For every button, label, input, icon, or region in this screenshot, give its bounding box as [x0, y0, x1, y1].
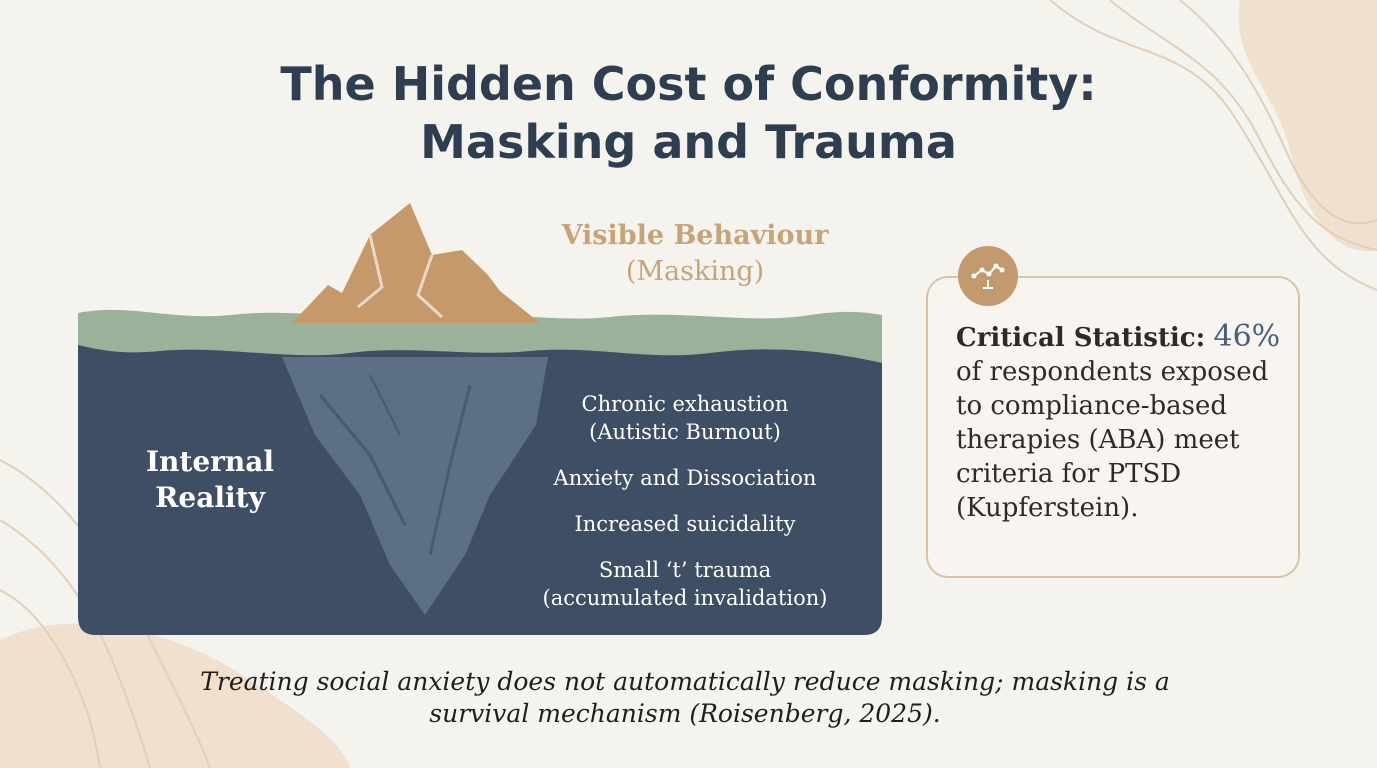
- internal-line-2: Reality: [155, 481, 265, 514]
- internal-effects-list: Chronic exhaustion (Autistic Burnout) An…: [520, 390, 850, 630]
- effect-line: (Autistic Burnout): [589, 420, 781, 444]
- footer-quote: Treating social anxiety does not automat…: [120, 666, 1250, 730]
- internal-line-1: Internal: [145, 445, 275, 478]
- visible-behaviour-label: Visible Behaviour (Masking): [540, 218, 850, 290]
- wave-band: [78, 309, 882, 363]
- visible-subheading: (Masking): [625, 256, 765, 287]
- visible-heading: Visible Behaviour: [561, 220, 829, 251]
- statistic-card: [926, 276, 1300, 578]
- title-line-2: Masking and Trauma: [420, 115, 957, 169]
- statistic-text: Critical Statistic: 46% of respondents e…: [956, 320, 1286, 525]
- footer-line-1: Treating social anxiety does not automat…: [200, 667, 1170, 696]
- internal-reality-label: Internal Reality: [120, 444, 300, 516]
- page-title: The Hidden Cost of Conformity: Masking a…: [0, 55, 1377, 171]
- iceberg-tip: [292, 203, 540, 323]
- title-line-1: The Hidden Cost of Conformity:: [280, 57, 1097, 111]
- effect-item: Anxiety and Dissociation: [520, 464, 850, 492]
- effect-item: Increased suicidality: [520, 510, 850, 538]
- effect-line: Anxiety and Dissociation: [553, 466, 817, 490]
- effect-item: Chronic exhaustion (Autistic Burnout): [520, 390, 850, 446]
- effect-line: (accumulated invalidation): [542, 586, 828, 610]
- effect-line: Small ‘t’ trauma: [598, 558, 772, 582]
- effect-line: Chronic exhaustion: [581, 392, 789, 416]
- footer-line-2: survival mechanism (Roisenberg, 2025).: [429, 699, 941, 728]
- chart-icon: [958, 246, 1018, 306]
- iceberg-base: [282, 357, 548, 615]
- effect-line: Increased suicidality: [574, 512, 796, 536]
- effect-item: Small ‘t’ trauma (accumulated invalidati…: [520, 556, 850, 612]
- statistic-label: Critical Statistic:: [956, 323, 1206, 353]
- statistic-description: of respondents exposed to compliance-bas…: [956, 357, 1269, 523]
- statistic-value: 46%: [1213, 319, 1281, 354]
- iceberg-diagram: [78, 203, 882, 635]
